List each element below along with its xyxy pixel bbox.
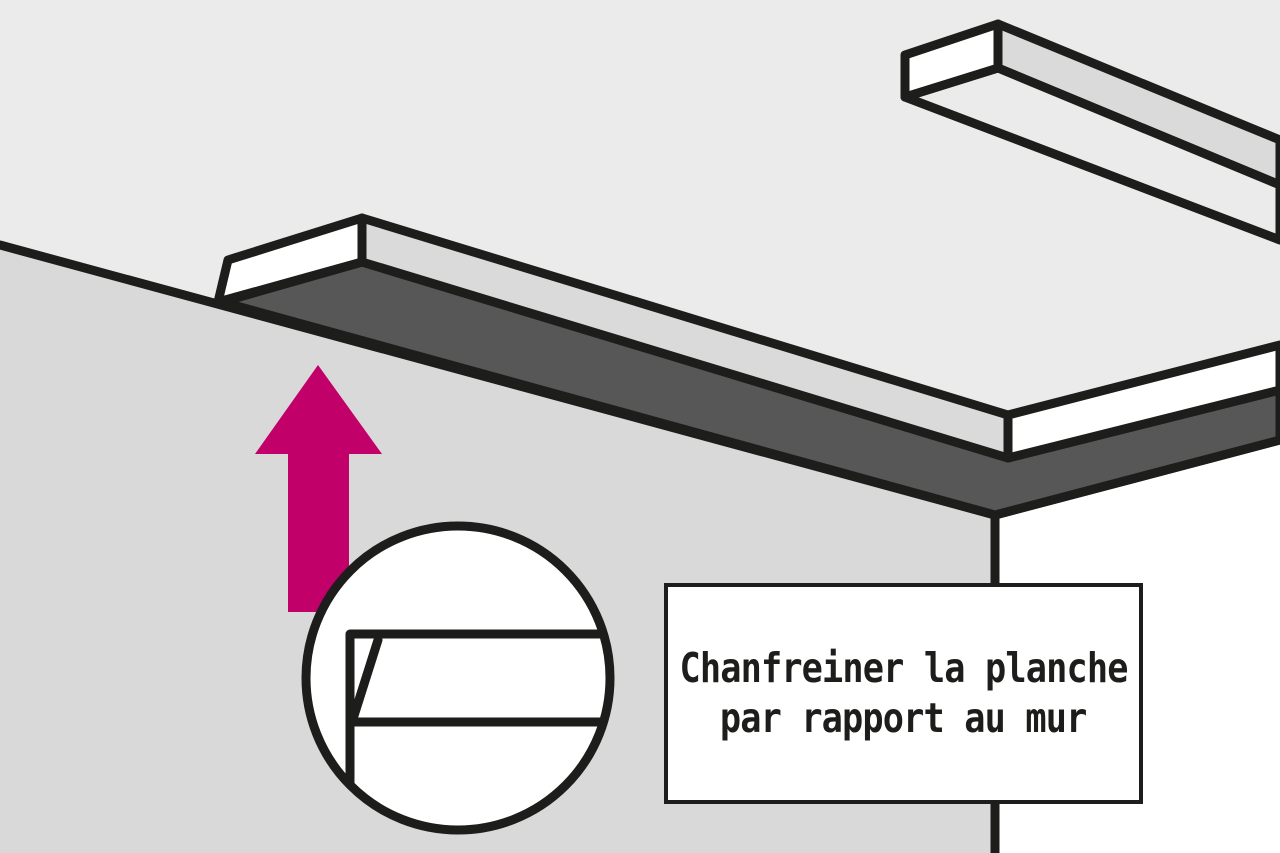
- caption-line-1: Chanfreiner la planche: [679, 644, 1128, 693]
- caption-line-2: par rapport au mur: [720, 693, 1088, 742]
- detail-board-profile: [345, 629, 610, 830]
- detail-chamfer-line: [347, 635, 383, 727]
- upper-board-end: [900, 19, 1003, 102]
- detail-circle-fill: [306, 526, 610, 830]
- detail-circle-outline: [301, 521, 615, 835]
- caption-box: Chanfreiner la planche par rapport au mu…: [664, 583, 1143, 804]
- board-return: [1003, 340, 1280, 463]
- board-chamfered-end: [213, 213, 367, 307]
- detail-board-top-edge: [345, 629, 610, 830]
- detail-magnifier: [301, 521, 615, 835]
- up-arrow-icon: [255, 365, 382, 612]
